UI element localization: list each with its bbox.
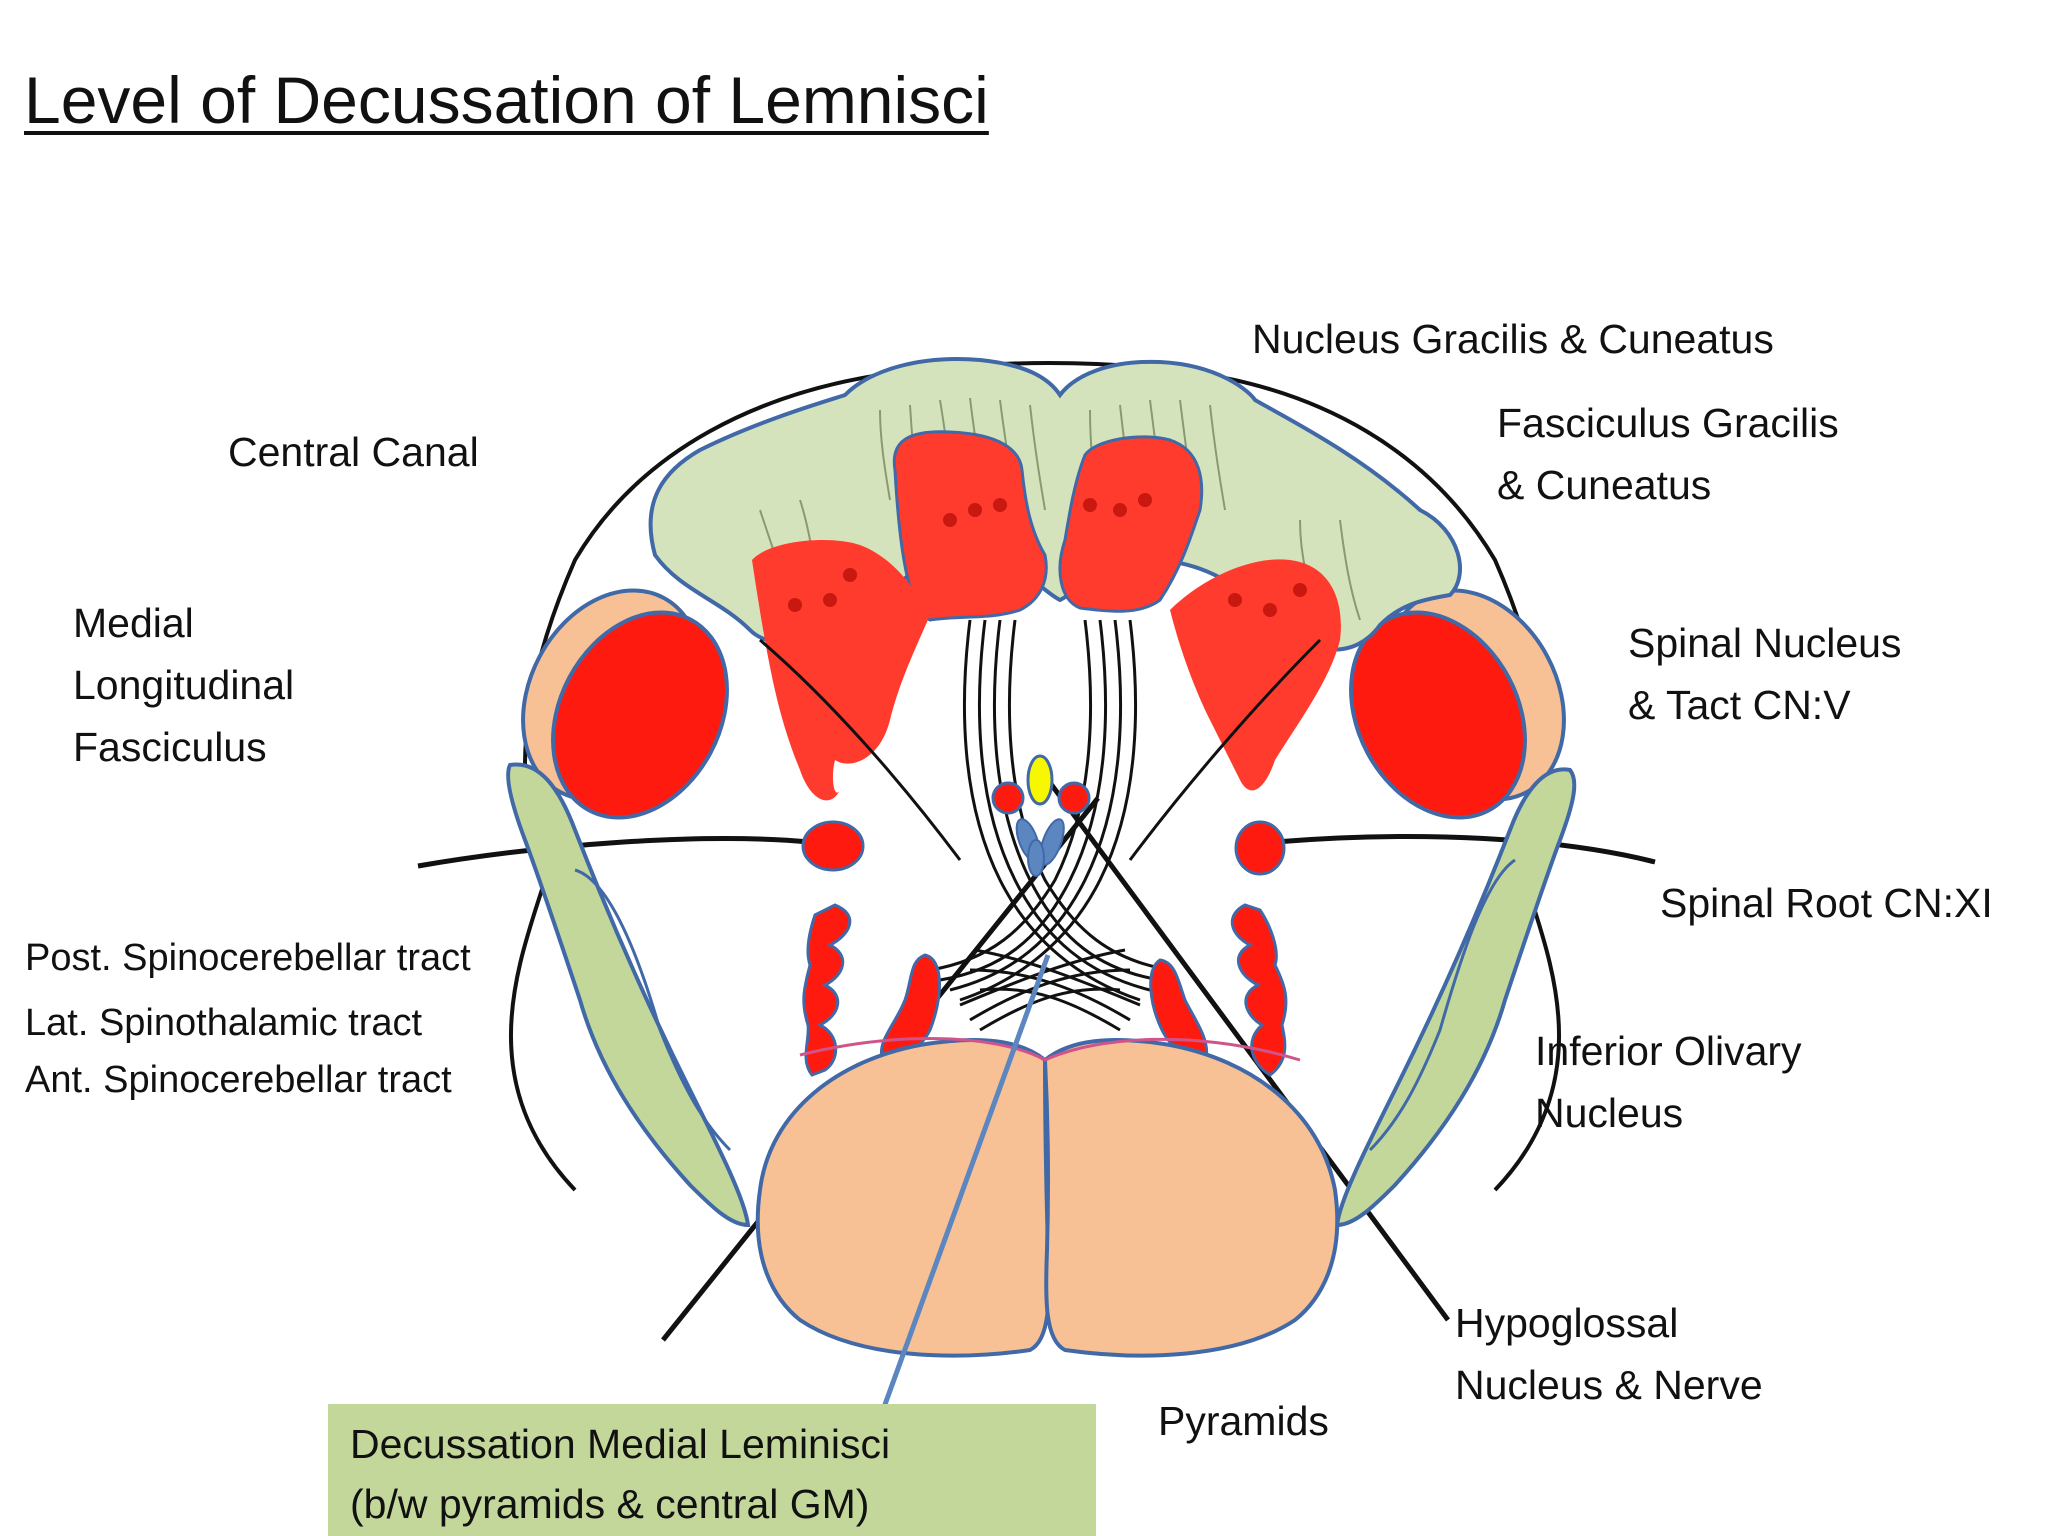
decussation-callout-box: Decussation Medial Leminisci (b/w pyrami… [328, 1404, 1096, 1536]
decussation-fibers [959, 948, 1141, 1032]
hypoglossal-line-right [1045, 778, 1451, 1322]
accessory-nucleus-right [1234, 820, 1286, 876]
pyramid-left [755, 1038, 1051, 1358]
label-pyramids: Pyramids [1158, 1398, 1329, 1444]
label-line: & Tact CN:V [1628, 682, 1851, 728]
label-lat-spinothalamic-tract: Lat. Spinothalamic tract [25, 1002, 423, 1044]
label-medial-longitudinal-fasciculus: Medial Longitudinal Fasciculus [73, 592, 294, 778]
lateral-tracts-left-divider [574, 868, 732, 1152]
label-spinal-root-cnxi: Spinal Root CN:XI [1660, 880, 1993, 926]
spinal-root-line [417, 836, 811, 869]
tectospinal-tract [1015, 818, 1065, 877]
callout-line: Decussation Medial Leminisci [350, 1421, 891, 1467]
accessory-nucleus-left [801, 820, 865, 872]
label-line: Spinal Nucleus [1628, 620, 1902, 666]
pyramid-rim [799, 1037, 1301, 1062]
label-line: Fasciculus [73, 724, 267, 770]
pyramid-right [1042, 1038, 1340, 1358]
label-line: Inferior Olivary [1535, 1028, 1802, 1074]
neuron-cell-bodies [788, 493, 1307, 617]
mlf-nucleus-left [991, 781, 1025, 815]
nucleus-cuneatus-right [1170, 559, 1341, 791]
decussation-pointer-line [880, 954, 1051, 1411]
label-line: Nucleus [1535, 1090, 1684, 1136]
slide-title: Level of Decussation of Lemnisci [24, 63, 989, 137]
mlf-nucleus-right [1057, 781, 1091, 815]
label-spinal-nucleus-tract-cnv: Spinal Nucleus & Tact CN:V [1628, 612, 1902, 736]
label-central-canal: Central Canal [228, 429, 479, 475]
nucleus-cuneatus-left [752, 540, 930, 801]
central-canal [1026, 754, 1054, 806]
label-line: Fasciculus Gracilis [1497, 400, 1839, 446]
lateral-tracts-right [1334, 767, 1577, 1228]
spinal-root-line-right [1274, 833, 1656, 865]
callout-line: (b/w pyramids & central GM) [350, 1481, 870, 1527]
inferior-olivary-left [802, 903, 852, 1077]
label-line: Hypoglossal [1455, 1300, 1679, 1346]
lateral-tracts-left [506, 762, 751, 1228]
label-line: Medial [73, 600, 194, 646]
label-post-spinocerebellar-tract: Post. Spinocerebellar tract [25, 937, 471, 979]
spinal-trigeminal-nucleus-left [551, 610, 729, 820]
nucleus-gracilis-right [1058, 435, 1204, 613]
inferior-olivary-right [1230, 903, 1288, 1077]
label-line: Nucleus & Nerve [1455, 1362, 1763, 1408]
label-fasciculus-gracilis-cuneatus: Fasciculus Gracilis & Cuneatus [1497, 392, 1839, 516]
label-nucleus-gracilis-cuneatus: Nucleus Gracilis & Cuneatus [1252, 316, 1774, 362]
lateral-tracts-right-divider [1368, 858, 1516, 1152]
label-line: & Cuneatus [1497, 462, 1712, 508]
label-hypoglossal-nucleus-nerve: Hypoglossal Nucleus & Nerve [1455, 1292, 1763, 1416]
label-ant-spinocerebellar-tract: Ant. Spinocerebellar tract [25, 1059, 452, 1101]
label-inferior-olivary-nucleus: Inferior Olivary Nucleus [1535, 1020, 1802, 1144]
label-line: Longitudinal [73, 662, 295, 708]
